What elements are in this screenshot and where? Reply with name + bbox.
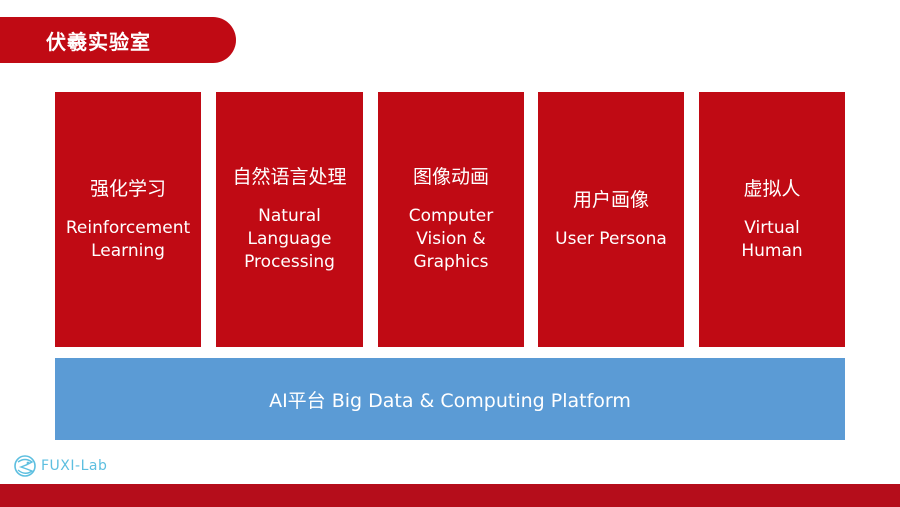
fuxi-lab-logo: FUXI-Lab xyxy=(12,453,107,479)
pillar-natural-language-processing: 自然语言处理 Natural Language Processing xyxy=(216,92,363,347)
ai-platform-bar: AI平台 Big Data & Computing Platform xyxy=(55,358,845,440)
pillar-computer-vision-graphics: 图像动画 Computer Vision & Graphics xyxy=(378,92,524,347)
platform-label: AI平台 Big Data & Computing Platform xyxy=(269,389,631,412)
pillar-en-label: Reinforcement Learning xyxy=(65,217,191,261)
logo-text: FUXI-Lab xyxy=(41,458,108,474)
footer-bar xyxy=(0,484,900,507)
pillar-reinforcement-learning: 强化学习 Reinforcement Learning xyxy=(55,92,201,347)
fuxi-logo-icon xyxy=(14,455,36,477)
pillar-cn-label: 图像动画 xyxy=(412,166,489,188)
pillar-en-label: Natural Language Processing xyxy=(244,206,335,272)
pillar-en-label: Virtual Human xyxy=(741,217,803,261)
pillar-cn-label: 用户画像 xyxy=(572,189,649,211)
title-banner: 伏羲实验室 xyxy=(0,17,236,63)
pillar-virtual-human: 虚拟人 Virtual Human xyxy=(699,92,845,347)
pillar-cn-label: 强化学习 xyxy=(89,177,166,200)
pillar-cn-label: 虚拟人 xyxy=(743,177,801,200)
pillar-en-label: User Persona xyxy=(555,229,667,249)
pillar-en-label: Computer Vision & Graphics xyxy=(408,206,494,272)
pillar-user-persona: 用户画像 User Persona xyxy=(538,92,684,347)
page-title: 伏羲实验室 xyxy=(46,29,151,54)
pillar-cn-label: 自然语言处理 xyxy=(232,166,347,188)
